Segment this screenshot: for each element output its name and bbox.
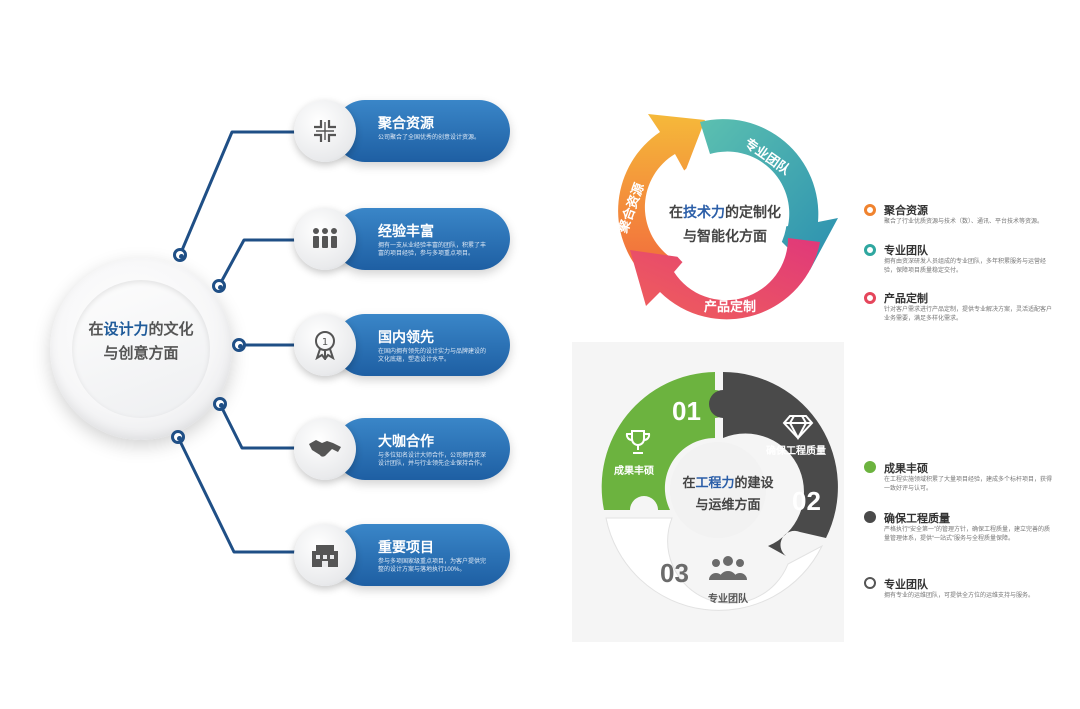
feature-card-2[interactable]: 经验丰富 拥有一支从业经验丰富的团队，积累了丰富的项目经验，参与多项重点项目。 xyxy=(294,208,510,270)
design-hub-inner xyxy=(72,280,210,418)
feature-desc-4: 与多位知名设计大师合作，公司拥有资深设计团队，并与行业领先企业保持合作。 xyxy=(378,453,487,467)
feature-desc-5: 参与多项国家级重点项目，为客户提供完整的设计方案与落地执行100%。 xyxy=(378,559,487,573)
cycle-ring xyxy=(618,114,838,320)
medal-icon: 1 xyxy=(294,314,356,376)
connector-node-3 xyxy=(232,338,246,352)
diamond-icon xyxy=(782,414,814,445)
grid-cross-icon xyxy=(294,100,356,162)
connector-node-1 xyxy=(173,248,187,262)
circle-orange-icon xyxy=(864,204,876,216)
circle-teal-icon xyxy=(864,244,876,256)
svg-text:1: 1 xyxy=(322,337,328,348)
feature-desc-3: 在国内拥有领先的设计实力与品牌建设的文化底蕴，塑造设计水平。 xyxy=(378,349,487,363)
ring-label-custom: 产品定制 xyxy=(704,299,757,314)
trophy-icon xyxy=(624,428,652,461)
feature-desc-1: 公司聚合了全国优秀的创意设计资源。 xyxy=(378,135,481,141)
puzzle-piece-dark xyxy=(709,372,838,556)
people-icon xyxy=(708,556,748,587)
feature-card-3[interactable]: 1 国内领先 在国内拥有领先的设计实力与品牌建设的文化底蕴，塑造设计水平。 xyxy=(294,314,510,376)
connector-node-5 xyxy=(171,430,185,444)
feature-title-5: 重要项目 xyxy=(378,539,434,555)
puzzle-ring xyxy=(601,372,838,611)
handshake-icon xyxy=(294,418,356,480)
building-icon xyxy=(294,524,356,586)
puzzle-num-2: 02 xyxy=(792,486,821,516)
ring-center-label: 在技术力的定制化 与智能化方面 xyxy=(669,204,781,244)
ring-segment-orange xyxy=(618,114,705,277)
ring-segment-pink xyxy=(630,238,820,320)
connector-node-2 xyxy=(212,279,226,293)
feature-card-4[interactable]: 大咖合作 与多位知名设计大师合作，公司拥有资深设计团队，并与行业领先企业保持合作… xyxy=(294,418,510,480)
feature-desc-2: 拥有一支从业经验丰富的团队，积累了丰富的项目经验，参与多项重点项目。 xyxy=(378,243,487,257)
people-small-icon xyxy=(864,577,876,589)
feature-card-1[interactable]: 聚合资源 公司聚合了全国优秀的创意设计资源。 xyxy=(294,100,510,162)
circle-red-icon xyxy=(864,292,876,304)
diamond-small-icon xyxy=(864,511,876,523)
connector-node-4 xyxy=(213,397,227,411)
puzzle-num-3: 03 xyxy=(660,558,689,588)
puzzle-label-1: 成果丰硕 xyxy=(614,466,654,477)
puzzle-center-label: 在工程力的建设 与运维方面 xyxy=(682,475,774,512)
feature-title-3: 国内领先 xyxy=(378,329,434,345)
puzzle-label-2: 确保工程质量 xyxy=(766,446,826,457)
feature-title-2: 经验丰富 xyxy=(378,223,434,239)
ring-segment-teal xyxy=(700,119,838,270)
puzzle-piece-green xyxy=(601,372,729,510)
feature-title-4: 大咖合作 xyxy=(378,433,434,449)
feature-title-1: 聚合资源 xyxy=(378,115,434,131)
puzzle-label-3: 专业团队 xyxy=(708,594,748,605)
design-hub-label: 在设计力的文化 与创意方面 xyxy=(88,321,194,362)
puzzle-piece-white xyxy=(605,517,824,611)
feature-card-5[interactable]: 重要项目 参与多项国家级重点项目，为客户提供完整的设计方案与落地执行100%。 xyxy=(294,524,510,586)
team-icon xyxy=(294,208,356,270)
trophy-small-icon xyxy=(864,461,876,473)
puzzle-num-1: 01 xyxy=(672,396,701,426)
